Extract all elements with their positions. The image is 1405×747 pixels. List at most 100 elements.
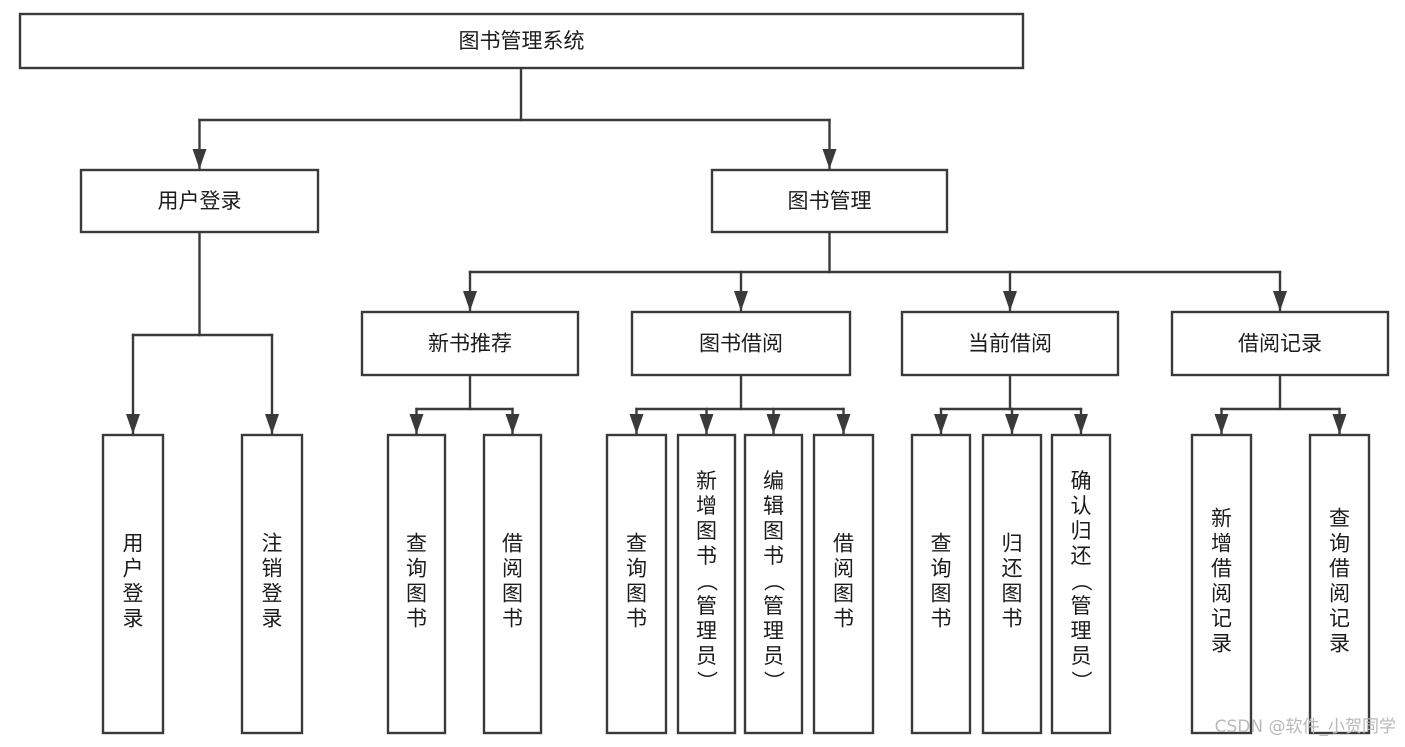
leaf-label-char: 销 (262, 557, 283, 581)
leaf-label-char: 阅 (502, 557, 523, 581)
leaf-label-char: 理 (696, 619, 717, 643)
leaf-label-char: 录 (123, 607, 144, 631)
leaf-label-char: 员 (696, 644, 717, 668)
level2-node-rect (630, 310, 852, 377)
leaf-label-char: 图 (763, 519, 784, 543)
leaf-label-char: 图 (1002, 582, 1023, 606)
leaf-label-char: 图 (406, 582, 427, 606)
level2-node-label: 图书借阅 (699, 332, 783, 356)
leaf-label-char: 录 (1329, 632, 1350, 656)
leaf-label-char: 图 (626, 582, 647, 606)
root-node-label: 图书管理系统 (459, 29, 585, 53)
leaf-label-char: 新 (696, 469, 717, 493)
books-mgmt-arrow-3 (1273, 291, 1287, 311)
leaf-label-char: 借 (1329, 557, 1350, 581)
leaf-node-rect (386, 433, 447, 735)
level2-node-0[interactable]: 新书推荐 (360, 310, 580, 377)
leaf-label-char: 图 (502, 582, 523, 606)
leaf-node-rect (101, 433, 165, 735)
leaf-label-char: 记 (1329, 607, 1350, 631)
leaf-label-char: 员 (1071, 644, 1092, 668)
leaf-label-char: 询 (931, 557, 952, 581)
level2-node-2[interactable]: 当前借阅 (900, 310, 1120, 377)
leaf-label-char: 归 (1071, 519, 1092, 543)
leaf-label-char: （ (695, 571, 719, 592)
leaf-node-rect (812, 433, 875, 735)
connector-lines-group (126, 66, 1347, 436)
leaf-label-char: 还 (1071, 544, 1092, 568)
leaf-label-char: 注 (262, 532, 283, 556)
leaf-label-char: 阅 (833, 557, 854, 581)
lvl2-2-arrow-2 (1074, 414, 1088, 434)
leaf-label-char: 户 (123, 557, 144, 581)
leaf-label-char: 登 (262, 582, 283, 606)
root-node-0[interactable]: 图书管理系统 (18, 12, 1025, 70)
level1-node-label: 图书管理 (788, 189, 872, 213)
leaf-label-char: 增 (696, 494, 717, 518)
books-mgmt-arrow-2 (1003, 291, 1017, 311)
leaf-label-char: 管 (696, 594, 717, 618)
lvl2-2-arrow-1 (1005, 414, 1019, 434)
level2-node-1[interactable]: 图书借阅 (630, 310, 852, 377)
root-node-rect (18, 12, 1025, 70)
leaf-node-rect (605, 433, 668, 735)
level2-node-rect (360, 310, 580, 377)
root-arrow-1 (822, 149, 837, 169)
leaf-label-char: 用 (123, 532, 144, 556)
leaf-node-rect (482, 433, 543, 735)
leaf-node-rect (981, 433, 1043, 735)
lvl2-0-arrow-0 (409, 414, 424, 434)
leaf-label-char: 图 (833, 582, 854, 606)
leaf-label-char: 图 (931, 582, 952, 606)
root-arrow-0 (192, 149, 207, 169)
leaf-label-char: 编 (763, 469, 784, 493)
leaf-label-char: 管 (763, 594, 784, 618)
lvl2-1-arrow-2 (766, 414, 781, 434)
leaf-label-char: 理 (763, 619, 784, 643)
leaf-label-char: 查 (406, 532, 427, 556)
leaf-label-char: 借 (502, 532, 523, 556)
user-login-arrow-0 (126, 414, 140, 434)
leaf-node-rect (240, 433, 304, 735)
lvl2-1-arrow-3 (836, 414, 851, 434)
level2-node-label: 当前借阅 (968, 332, 1052, 356)
level1-node-rect (79, 168, 320, 234)
level1-node-0[interactable]: 用户登录 (79, 168, 320, 234)
leaf-label-char: 书 (406, 607, 427, 631)
leaf-label-char: 新 (1211, 507, 1232, 531)
leaf-label-char: 确 (1071, 469, 1092, 493)
leaf-label-char: 查 (626, 532, 647, 556)
leaf-node-rect (676, 433, 737, 735)
leaf-label-char: 书 (626, 607, 647, 631)
level2-node-rect (1170, 310, 1390, 377)
leaf-label-char: ） (1069, 671, 1093, 692)
leaf-label-char: 归 (1002, 532, 1023, 556)
level2-node-3[interactable]: 借阅记录 (1170, 310, 1390, 377)
leaf-node-0[interactable]: 用户登录 (101, 433, 165, 735)
level2-node-rect (900, 310, 1120, 377)
lvl2-3-arrow-0 (1214, 414, 1229, 434)
lvl2-1-arrow-0 (629, 414, 644, 434)
leaf-label-char: ） (695, 671, 719, 692)
level1-node-rect (710, 168, 949, 234)
leaf-label-char: 还 (1002, 557, 1023, 581)
leaf-label-char: 书 (1002, 607, 1023, 631)
level1-node-1[interactable]: 图书管理 (710, 168, 949, 234)
leaf-label-char: 书 (502, 607, 523, 631)
leaf-label-char: 询 (1329, 532, 1350, 556)
leaf-label-char: 录 (262, 607, 283, 631)
user-login-arrow-1 (265, 414, 279, 434)
